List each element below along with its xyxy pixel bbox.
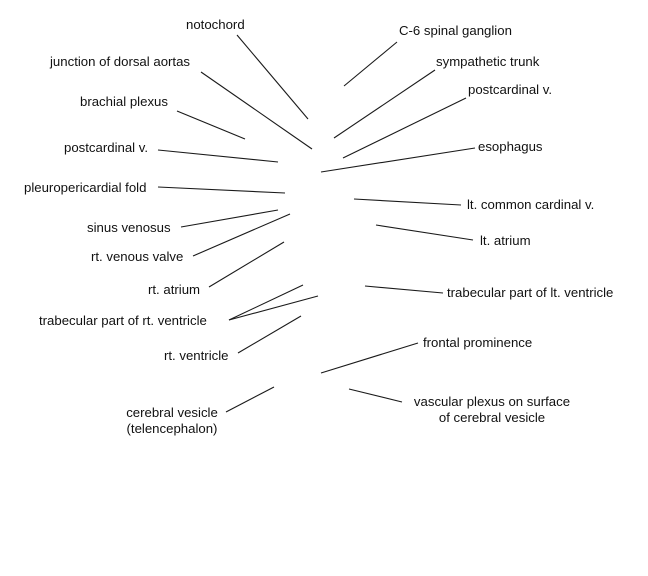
leader-frontal-prominence bbox=[320, 342, 419, 374]
label-sinus-venosus: sinus venosus bbox=[87, 220, 171, 235]
leader-rt-atrium bbox=[208, 241, 285, 288]
label-cerebral-vesicle-line-1: cerebral vesicle bbox=[126, 405, 218, 420]
label-vascular-plexus-line-1: vascular plexus on surface bbox=[413, 394, 571, 409]
leader-rt-venous-valve bbox=[192, 213, 291, 257]
leader-lt-common-cardinal-v bbox=[353, 198, 462, 206]
leader-postcardinal-v-right bbox=[157, 149, 279, 163]
leader-sinus-venosus bbox=[180, 209, 279, 228]
leader-esophagus bbox=[320, 147, 476, 173]
label-vascular-plexus-line-2: of cerebral vesicle bbox=[438, 410, 546, 425]
leader-lt-atrium bbox=[375, 224, 474, 241]
label-vascular-plexus: vascular plexus on surface of cerebral v… bbox=[407, 394, 577, 426]
leader-trabecular-rt-ventricle-b bbox=[228, 295, 319, 321]
label-trabecular-lt-ventricle: trabecular part of lt. ventricle bbox=[447, 285, 614, 300]
label-brachial-plexus: brachial plexus bbox=[80, 94, 168, 109]
label-pleuropericardial-fold: pleuropericardial fold bbox=[24, 180, 147, 195]
leader-c6-spinal-ganglion bbox=[343, 41, 398, 87]
label-cerebral-vesicle-line-2: (telencephalon) bbox=[126, 421, 218, 436]
label-junction-dorsal-aortas: junction of dorsal aortas bbox=[50, 54, 191, 69]
label-esophagus: esophagus bbox=[478, 139, 543, 154]
label-postcardinal-v-right: postcardinal v. bbox=[64, 140, 149, 155]
leader-notochord bbox=[236, 34, 309, 120]
leader-junction-dorsal-aortas bbox=[200, 71, 313, 150]
leader-sympathetic-trunk bbox=[333, 69, 436, 139]
leader-rt-ventricle bbox=[237, 315, 302, 354]
label-notochord: notochord bbox=[186, 17, 245, 32]
label-rt-venous-valve: rt. venous valve bbox=[91, 249, 184, 264]
leader-vascular-plexus bbox=[348, 388, 403, 403]
label-trabecular-rt-ventricle: trabecular part of rt. ventricle bbox=[39, 313, 207, 328]
label-rt-ventricle: rt. ventricle bbox=[164, 348, 229, 363]
label-postcardinal-v-left: postcardinal v. bbox=[468, 82, 553, 97]
leader-trabecular-rt-ventricle-a bbox=[228, 284, 304, 321]
label-c6-spinal-ganglion: C-6 spinal ganglion bbox=[399, 23, 512, 38]
label-frontal-prominence: frontal prominence bbox=[423, 335, 533, 350]
leader-postcardinal-v-left bbox=[342, 97, 467, 159]
label-lt-common-cardinal-v: lt. common cardinal v. bbox=[467, 197, 595, 212]
label-rt-atrium: rt. atrium bbox=[148, 282, 201, 297]
leader-brachial-plexus bbox=[176, 110, 246, 140]
label-lt-atrium: lt. atrium bbox=[480, 233, 531, 248]
label-sympathetic-trunk: sympathetic trunk bbox=[436, 54, 540, 69]
label-cerebral-vesicle: cerebral vesicle (telencephalon) bbox=[117, 405, 227, 437]
leader-trabecular-lt-ventricle bbox=[364, 285, 444, 294]
leader-cerebral-vesicle bbox=[225, 386, 275, 413]
leader-pleuropericardial-fold bbox=[157, 186, 286, 194]
